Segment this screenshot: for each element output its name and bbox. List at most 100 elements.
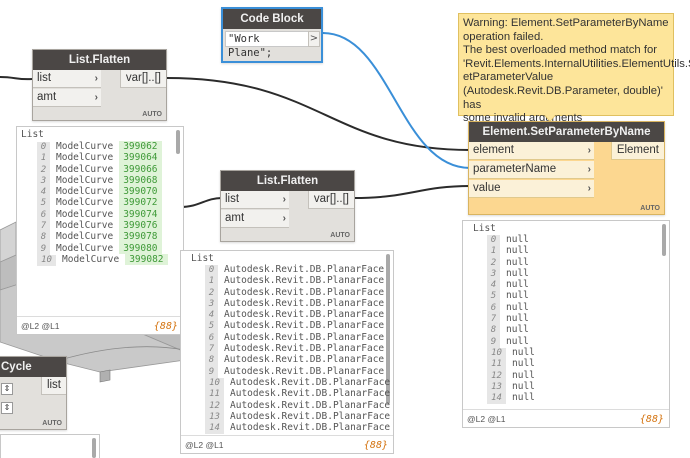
cycle-input-stepper-1[interactable]: ⇕ [1,383,13,395]
element-id-link[interactable]: 399082 [125,253,168,266]
set-parameter-title[interactable]: Element.SetParameterByName [469,122,664,142]
element-id-link[interactable]: 399062 [119,141,162,153]
list-index: 9 [487,336,500,348]
output-port-var[interactable]: var[]..[] [307,191,354,209]
lacing-indicator[interactable]: AUTO [42,420,62,427]
input-port-amt[interactable]: amt › [221,210,289,228]
output-port-list[interactable]: list [40,377,66,395]
element-id-link[interactable]: 399076 [119,220,162,232]
partial-preview-bottom[interactable] [0,434,100,458]
input-port-value[interactable]: value › [469,180,594,198]
element-id-link[interactable]: 399080 [119,242,162,254]
cycle-node[interactable]: Cycle ⇕ ⇕ list AUTO [0,356,67,430]
list-value: null [506,245,529,257]
lacing-indicator[interactable]: AUTO [142,111,162,118]
input-port-list[interactable]: list › [221,191,289,209]
code-text[interactable]: "Work Plane"; [228,33,273,59]
preview-scrollbar[interactable] [662,224,666,256]
list-flatten-2-title[interactable]: List.Flatten [221,171,354,191]
list-index: 11 [487,359,506,371]
element-id-link[interactable]: 399070 [119,186,162,198]
element-id-link[interactable]: 399068 [119,174,162,187]
input-port-amt[interactable]: amt › [33,89,101,107]
warning-bubble[interactable]: Warning: Element.SetParameterByName oper… [458,13,690,124]
code-block-output-port[interactable]: > [308,31,320,47]
code-block-editor[interactable]: "Work Plane"; [225,31,309,59]
code-block-title[interactable]: Code Block [223,9,321,29]
lacing-indicator[interactable]: AUTO [640,205,660,212]
input-port-parameterName[interactable]: parameterName › [469,161,594,179]
output-port-element[interactable]: Element [610,142,664,160]
element-id-link[interactable]: 399064 [119,152,162,164]
list-levels[interactable]: @L2 @L1 [185,440,224,450]
cycle-input-stepper-2[interactable]: ⇕ [1,402,13,414]
element-type: ModelCurve [56,141,114,152]
cycle-title[interactable]: Cycle [0,357,66,377]
list-index: 1 [205,276,218,288]
list-value: Autodesk.Revit.DB.PlanarFace [224,331,385,343]
preview-scrollbar[interactable] [386,254,390,404]
preview-scrollbar[interactable] [176,130,180,154]
input-port-list[interactable]: list › [33,70,101,88]
output-port-var[interactable]: var[]..[] [119,70,166,88]
list-flatten-node-1[interactable]: List.Flatten list › amt › var[]..[] AUTO [32,49,167,121]
code-block-node[interactable]: Code Block "Work Plane"; > [221,7,323,63]
list-levels[interactable]: @L2 @L1 [467,414,506,424]
list-flatten-1-title[interactable]: List.Flatten [33,50,166,70]
list-flatten-node-2[interactable]: List.Flatten list › amt › var[]..[] AUTO [220,170,355,242]
element-id-link[interactable]: 399066 [119,163,162,175]
lacing-indicator[interactable]: AUTO [330,232,350,239]
element-id-link[interactable]: 399078 [119,231,162,243]
element-id-link[interactable]: 399072 [119,197,162,209]
set-parameter-node[interactable]: Element.SetParameterByName element › par… [468,121,665,215]
element-id-link[interactable]: 399074 [119,208,162,221]
list-levels[interactable]: @L2 @L1 [21,321,60,331]
input-port-element[interactable]: element › [469,142,594,160]
preview-scrollbar[interactable] [92,438,96,458]
